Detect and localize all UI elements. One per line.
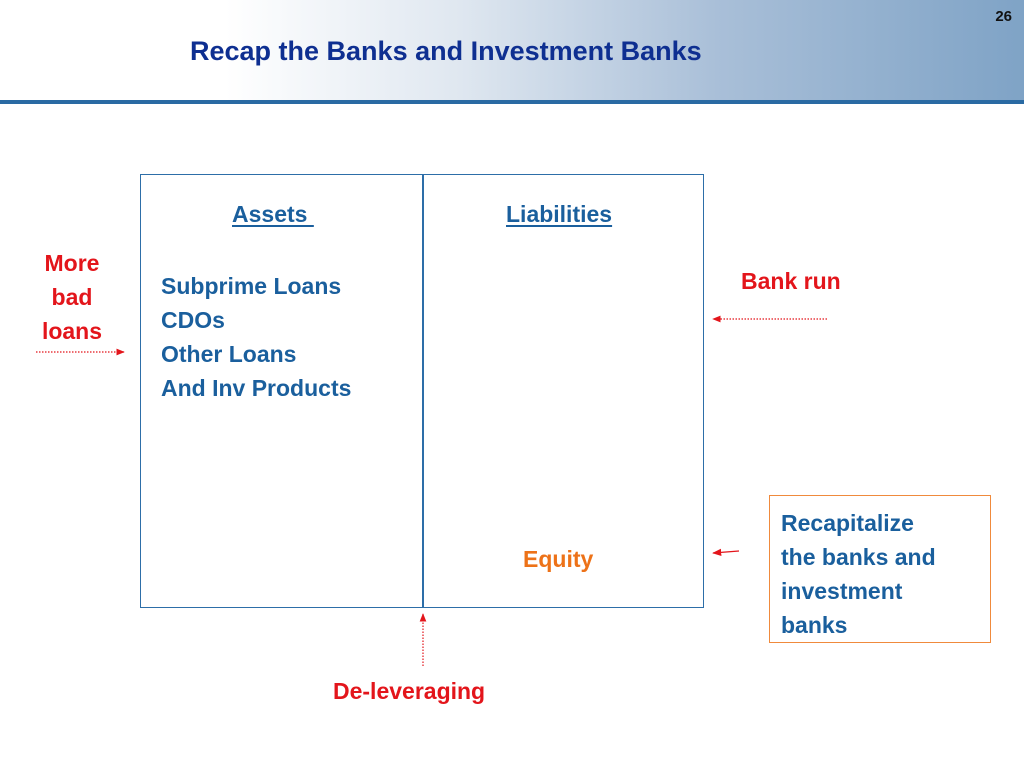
- more-bad-loans-line: loans: [41, 318, 103, 344]
- recapitalize-box: Recapitalize the banks and investment ba…: [769, 495, 991, 643]
- bank-run-label: Bank run: [741, 268, 841, 294]
- slide-number: 26: [995, 8, 1012, 25]
- more-bad-loans-label: More bad loans: [22, 246, 122, 348]
- liabilities-heading: Liabilities: [506, 201, 613, 227]
- deleveraging-label: De-leveraging: [333, 678, 486, 704]
- asset-item: Other Loans: [161, 341, 297, 367]
- title-banner: [0, 0, 1024, 101]
- recapitalize-line: the banks and: [781, 544, 936, 570]
- slide-title: Recap the Banks and Investment Banks: [190, 36, 702, 66]
- asset-item: CDOs: [161, 307, 225, 333]
- recapitalize-line: Recapitalize: [781, 510, 914, 536]
- recapitalize-line: investment: [781, 578, 903, 604]
- balance-sheet-divider: [422, 174, 424, 608]
- asset-list: Subprime Loans CDOs Other Loans And Inv …: [161, 269, 351, 405]
- assets-heading: Assets: [232, 201, 314, 227]
- more-bad-loans-line: bad: [51, 284, 93, 310]
- more-bad-loans-line: More: [44, 250, 100, 276]
- title-rule: [0, 100, 1024, 104]
- asset-item: And Inv Products: [161, 375, 352, 401]
- recapitalize-arrow: [712, 548, 740, 557]
- recapitalize-line: banks: [781, 612, 848, 638]
- equity-label: Equity: [523, 546, 594, 572]
- asset-item: Subprime Loans: [161, 273, 342, 299]
